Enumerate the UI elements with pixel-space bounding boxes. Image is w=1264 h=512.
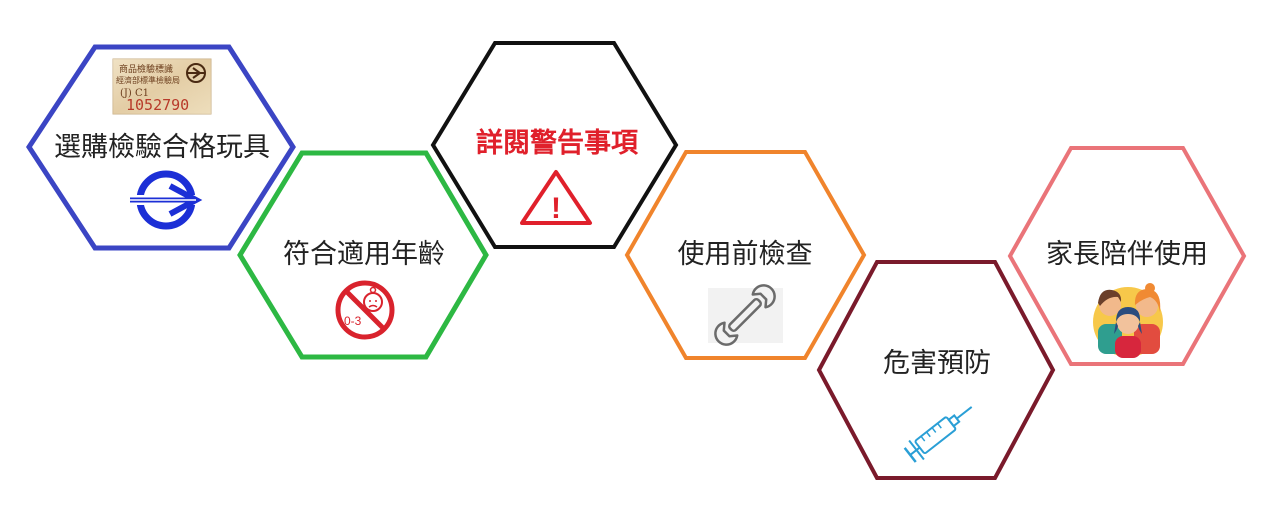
warning-triangle-icon: ! (520, 170, 592, 225)
bsmi-small-icon (186, 63, 206, 83)
step-label-hazard-prevention: 危害預防 (883, 348, 991, 379)
step-label-suitable-age: 符合適用年齡 (283, 239, 445, 270)
hexagon-border (816, 260, 1056, 480)
step-label-pre-use-check: 使用前檢查 (678, 239, 813, 270)
hexagon-suitable-age: 符合適用年齡 0-3 (237, 150, 489, 360)
hexagon-parent-supervision: 家長陪伴使用 (1007, 146, 1247, 366)
hexagon-select-certified-toys: 商品檢驗標識 經濟部標準檢驗局 (J) C1 1052790 選購檢驗合格玩具 (26, 44, 296, 251)
step-label-read-warnings: 詳閱警告事項 (476, 127, 639, 159)
wrench-icon (708, 284, 783, 346)
hexagon-border (1007, 146, 1247, 366)
step-label-select-certified-toys: 選購檢驗合格玩具 (54, 132, 270, 163)
hexagon-pre-use-check: 使用前檢查 (624, 150, 867, 360)
cert-line2: 經濟部標準檢驗局 (116, 75, 180, 85)
hexagon-border (26, 44, 296, 251)
warning-exclamation: ! (551, 192, 561, 225)
cert-code: (J) C1 (120, 88, 149, 99)
hexagon-border (430, 41, 679, 249)
cert-line1: 商品檢驗標識 (119, 63, 173, 75)
certification-sticker: 商品檢驗標識 經濟部標準檢驗局 (J) C1 1052790 (112, 58, 212, 115)
family-icon (1093, 283, 1163, 358)
hexagon-border (624, 150, 867, 360)
cert-number: 1052790 (126, 96, 189, 114)
hexagon-border (237, 150, 489, 360)
syringe-icon (903, 406, 973, 463)
step-label-parent-supervision: 家長陪伴使用 (1046, 239, 1208, 270)
bsmi-mark-icon (130, 170, 203, 230)
age-restriction-icon: 0-3 (335, 280, 395, 340)
age-range-text: 0-3 (344, 314, 362, 328)
hexagon-read-warnings: 詳閱警告事項 ! (430, 41, 679, 249)
hexagon-hazard-prevention: 危害預防 (816, 260, 1056, 480)
